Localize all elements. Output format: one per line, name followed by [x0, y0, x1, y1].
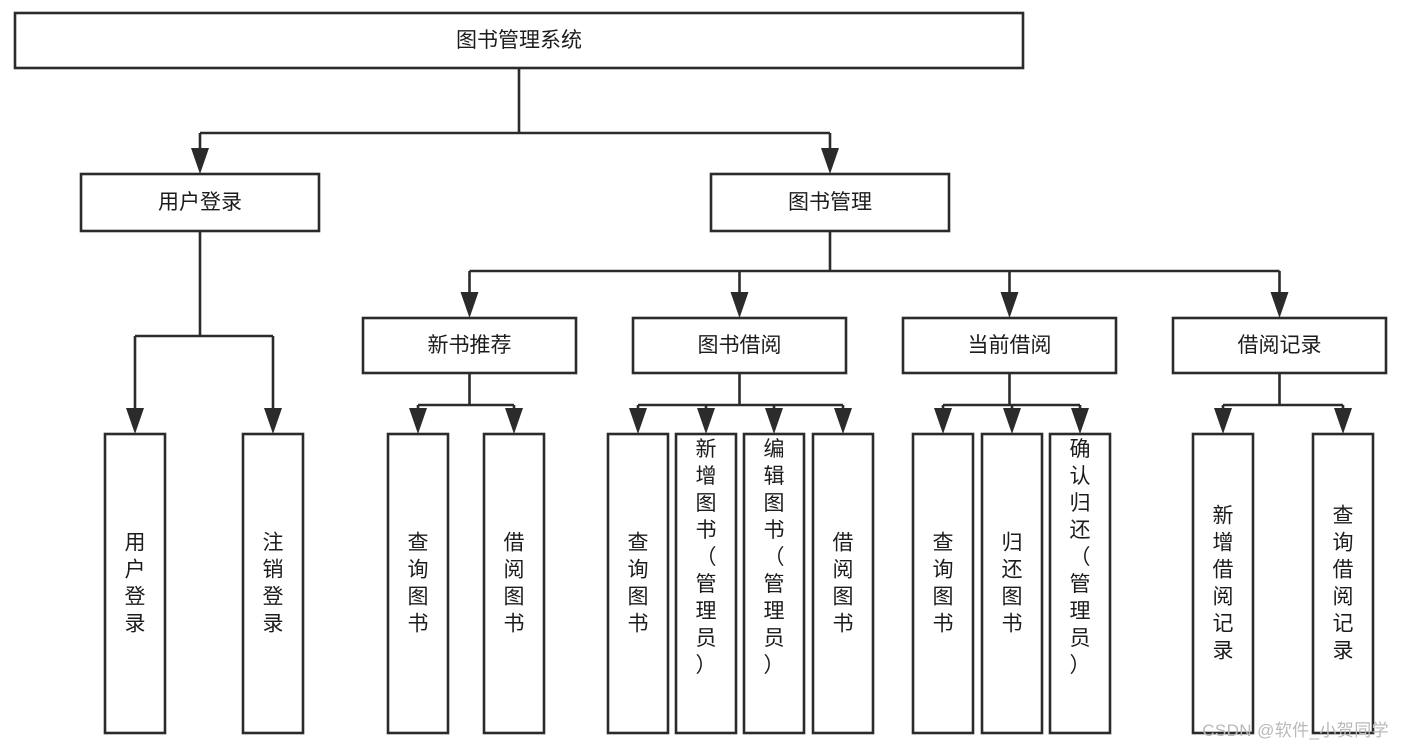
node-box[interactable] [1171, 316, 1388, 375]
node-label: 编辑图书（管理员） [764, 438, 785, 677]
node-label: 用户登录 [158, 191, 242, 214]
arrow-head-icon [821, 148, 839, 174]
connector-group-book-manage [460, 231, 1289, 318]
node-label: 当前借阅 [968, 334, 1052, 357]
node-book-borrow[interactable]: 图书借阅 [631, 316, 848, 375]
node-label: 图书借阅 [698, 334, 782, 357]
node-box[interactable] [742, 432, 806, 735]
node-user-login[interactable]: 用户登录 [79, 172, 321, 233]
node-label: 查询图书 [933, 532, 954, 636]
node-box[interactable] [911, 432, 975, 735]
connector-group-borrow-record [1214, 373, 1352, 434]
connector-group-new-book-recommend [409, 373, 523, 434]
node-box[interactable] [631, 316, 848, 375]
node-label: 新书推荐 [428, 334, 512, 357]
node-layer: 图书管理系统用户登录图书管理新书推荐图书借阅当前借阅借阅记录用户登录注销登录查询… [13, 11, 1388, 735]
arrow-head-icon [730, 292, 749, 318]
node-box[interactable] [1191, 432, 1255, 735]
node-label: 用户登录 [125, 532, 146, 636]
node-label: 借阅图书 [833, 532, 854, 636]
node-label: 新增借阅记录 [1213, 505, 1234, 663]
node-box[interactable] [103, 432, 167, 735]
node-box[interactable] [1311, 432, 1375, 735]
arrow-head-icon [460, 292, 479, 318]
arrow-head-icon [1270, 292, 1289, 318]
arrow-head-icon [1214, 408, 1232, 434]
arrow-head-icon [1334, 408, 1352, 434]
arrow-head-icon [126, 408, 144, 434]
node-leaf-query-borrow-record[interactable]: 查询借阅记录 [1311, 432, 1375, 735]
node-box[interactable] [361, 316, 578, 375]
node-box[interactable] [709, 172, 951, 233]
arrow-head-icon [264, 408, 282, 434]
node-leaf-borrow-book[interactable]: 借阅图书 [811, 432, 875, 735]
node-leaf-return-book[interactable]: 归还图书 [980, 432, 1044, 735]
node-root-system[interactable]: 图书管理系统 [13, 11, 1025, 70]
node-borrow-record[interactable]: 借阅记录 [1171, 316, 1388, 375]
arrow-head-icon [934, 408, 952, 434]
node-leaf-add-borrow-record[interactable]: 新增借阅记录 [1191, 432, 1255, 735]
arrow-head-icon [834, 408, 852, 434]
node-label: 借阅图书 [504, 532, 525, 636]
node-box[interactable] [811, 432, 875, 735]
node-box[interactable] [1048, 432, 1112, 735]
node-box[interactable] [606, 432, 670, 735]
node-box[interactable] [13, 11, 1025, 70]
arrow-head-icon [1071, 408, 1089, 434]
connector-group-root [191, 68, 839, 174]
node-label: 借阅记录 [1238, 334, 1322, 357]
connector-group-book-borrow [629, 373, 852, 434]
node-leaf-query-book-borrow[interactable]: 查询图书 [606, 432, 670, 735]
arrow-head-icon [1000, 292, 1019, 318]
arrow-head-icon [765, 408, 783, 434]
node-label: 查询借阅记录 [1333, 505, 1354, 663]
arrow-head-icon [697, 408, 715, 434]
node-box[interactable] [980, 432, 1044, 735]
node-leaf-borrow-book-recommend[interactable]: 借阅图书 [482, 432, 546, 735]
node-label: 确认归还（管理员） [1070, 438, 1091, 677]
node-label: 图书管理系统 [456, 29, 582, 52]
connector-layer [126, 68, 1352, 434]
node-leaf-confirm-return-admin[interactable]: 确认归还（管理员） [1048, 432, 1112, 735]
node-box[interactable] [674, 432, 738, 735]
node-box[interactable] [241, 432, 305, 735]
arrow-head-icon [191, 148, 209, 174]
arrow-head-icon [505, 408, 523, 434]
connector-group-user-login [126, 231, 282, 434]
arrow-head-icon [1003, 408, 1021, 434]
node-label: 注销登录 [263, 532, 284, 636]
arrow-head-icon [409, 408, 427, 434]
node-leaf-user-logout[interactable]: 注销登录 [241, 432, 305, 735]
node-new-book-recommend[interactable]: 新书推荐 [361, 316, 578, 375]
node-leaf-query-book-recommend[interactable]: 查询图书 [386, 432, 450, 735]
node-box[interactable] [79, 172, 321, 233]
node-label: 查询图书 [628, 532, 649, 636]
node-leaf-user-login[interactable]: 用户登录 [103, 432, 167, 735]
node-leaf-query-book-current[interactable]: 查询图书 [911, 432, 975, 735]
node-book-manage[interactable]: 图书管理 [709, 172, 951, 233]
connector-group-current-borrow [934, 373, 1089, 434]
node-label: 图书管理 [788, 191, 872, 214]
node-box[interactable] [901, 316, 1118, 375]
node-leaf-add-book-admin[interactable]: 新增图书（管理员） [674, 432, 738, 735]
node-label: 新增图书（管理员） [696, 438, 717, 677]
node-current-borrow[interactable]: 当前借阅 [901, 316, 1118, 375]
arrow-head-icon [629, 408, 647, 434]
node-box[interactable] [482, 432, 546, 735]
node-label: 查询图书 [408, 532, 429, 636]
node-label: 归还图书 [1002, 532, 1023, 636]
node-box[interactable] [386, 432, 450, 735]
node-leaf-edit-book-admin[interactable]: 编辑图书（管理员） [742, 432, 806, 735]
